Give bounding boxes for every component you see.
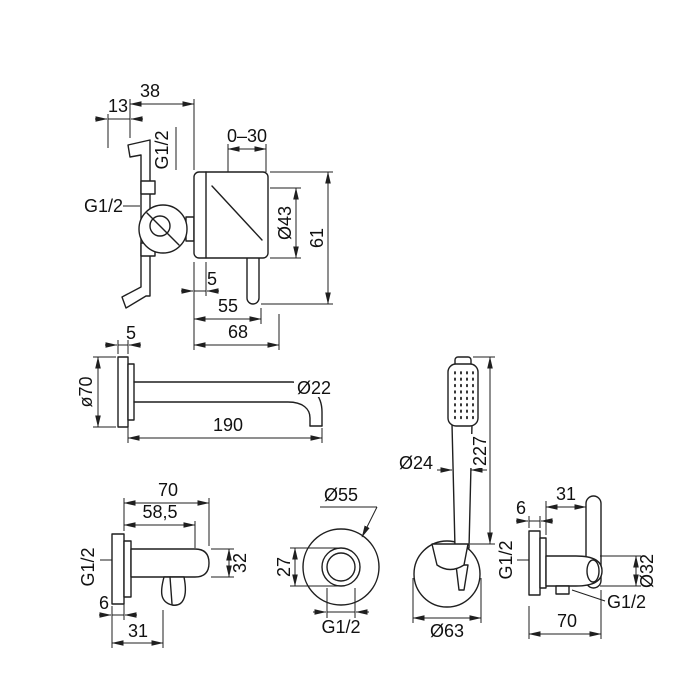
mixer-dia43-label: Ø43: [275, 206, 295, 240]
holder-flange-plate: [123, 540, 132, 598]
escutcheon-thread-label: G1/2: [321, 617, 360, 637]
escutcheon-figure: Ø55 27 G1/2: [274, 485, 380, 637]
spout-dia-tube-label: Ø22: [297, 378, 331, 398]
outlet-flange-plate: [539, 537, 547, 589]
escutcheon-bore27-label: 27: [274, 557, 294, 577]
outlet-thickness6-label: 6: [516, 498, 526, 518]
dim-mixer-68: [193, 314, 280, 350]
handshower-spray-dots: [454, 371, 474, 420]
dim-mixer-61: [261, 171, 333, 305]
mixer-thread-top-label: G1/2: [152, 130, 172, 169]
dim-mixer-13: [95, 114, 143, 148]
dim-handshower-227: [470, 356, 495, 545]
mixer-valve-figure: 38 13 G1/2 0–30 G1/2 Ø43: [84, 81, 333, 350]
outlet-width31-label: 31: [556, 484, 576, 504]
mixer-depth5-label: 5: [207, 269, 217, 289]
outlet-dia32-label: Ø32: [637, 554, 657, 588]
holder-thickness6-label: 6: [99, 593, 109, 613]
handshower-dia63-label: Ø63: [430, 621, 464, 641]
holder-width31-label: 31: [128, 621, 148, 641]
dim-spout-190: [127, 424, 323, 443]
spout-length190-label: 190: [213, 415, 243, 435]
outlet-socket-ring: [586, 559, 600, 583]
dim-outlet-31: [545, 501, 587, 535]
holder-width70-label: 70: [158, 480, 178, 500]
dim-spout-dia70: [93, 356, 116, 428]
spout-thickness5-label: 5: [126, 323, 136, 343]
outlet-thread-outlet-label: G1/2: [607, 592, 646, 612]
dim-handshower-dia63: [412, 578, 482, 623]
mixer-offset-13-label: 13: [108, 96, 128, 116]
handshower-length227-label: 227: [470, 436, 490, 466]
handshower-handle: [451, 423, 473, 549]
holder-body: [130, 548, 210, 578]
outlet-nipple: [555, 585, 570, 595]
mixer-valve-slot: [146, 212, 180, 246]
dim-escutcheon-dia55: [320, 506, 378, 538]
mixer-width68-label: 68: [228, 322, 248, 342]
escutcheon-inner-circle: [326, 552, 356, 582]
mixer-width55-label: 55: [218, 296, 238, 316]
handshower-figure: Ø24 227 Ø63: [399, 356, 495, 641]
spout-tube-bottom: [133, 401, 311, 427]
holder-wall-plate: [111, 533, 125, 605]
mixer-width-38-label: 38: [140, 81, 160, 101]
holder-hook: [160, 576, 187, 606]
holder-width58-5-label: 58,5: [142, 502, 177, 522]
outlet-thread-outlet-leader: [571, 589, 606, 602]
dim-holder-58-5: [123, 521, 196, 548]
wall-outlet-figure: 31 6 G1/2 Ø32 G1/2 70: [496, 484, 657, 639]
dim-holder-31: [111, 610, 164, 648]
spout-wall-flange: [117, 356, 129, 428]
dim-mixer-dia43: [270, 187, 301, 259]
holder-hook-line: [169, 576, 173, 605]
dim-mixer-depth-range: [227, 144, 267, 172]
mixer-depth-range-label: 0–30: [227, 126, 267, 146]
mixer-thread-inlet-label: G1/2: [84, 196, 123, 216]
spout-flange-plate: [127, 363, 135, 421]
handshower-holder-cup: [431, 543, 469, 571]
dim-spout-5: [105, 340, 141, 354]
spout-dia-flange-label: ø70: [76, 376, 96, 407]
holder-height32-label: 32: [230, 553, 250, 573]
dim-mixer-55: [193, 308, 262, 324]
dim-holder-32: [211, 548, 234, 578]
mixer-cartridge-diagonal: [211, 185, 263, 241]
handshower-dia24-label: Ø24: [399, 453, 433, 473]
dim-outlet-70: [528, 590, 602, 639]
dim-escutcheon-thread: [313, 588, 369, 618]
shower-holder-figure: 70 58,5 G1/2 32 6 31: [78, 480, 250, 648]
wall-spout-figure: 5 ø70 Ø22 190: [76, 323, 336, 443]
mixer-height-61-label: 61: [307, 228, 327, 248]
dim-mixer-5: [181, 262, 219, 350]
outlet-wall-plate: [528, 530, 541, 596]
dim-outlet-dia32: [600, 555, 641, 587]
holder-thread-label: G1/2: [78, 547, 98, 586]
spout-dia-tube-backing: [294, 380, 336, 397]
mixer-valve-inner-circle: [149, 215, 171, 237]
escutcheon-dia55-label: Ø55: [324, 485, 358, 505]
outlet-thread-inlet-label: G1/2: [496, 540, 516, 579]
mixer-cartridge-body: [193, 171, 269, 259]
dim-outlet-6: [516, 516, 553, 528]
mixer-bracket-tab-top: [140, 180, 156, 195]
outlet-width70-label: 70: [557, 611, 577, 631]
dim-escutcheon-27: [290, 547, 338, 587]
handshower-227-backing: [470, 434, 488, 468]
